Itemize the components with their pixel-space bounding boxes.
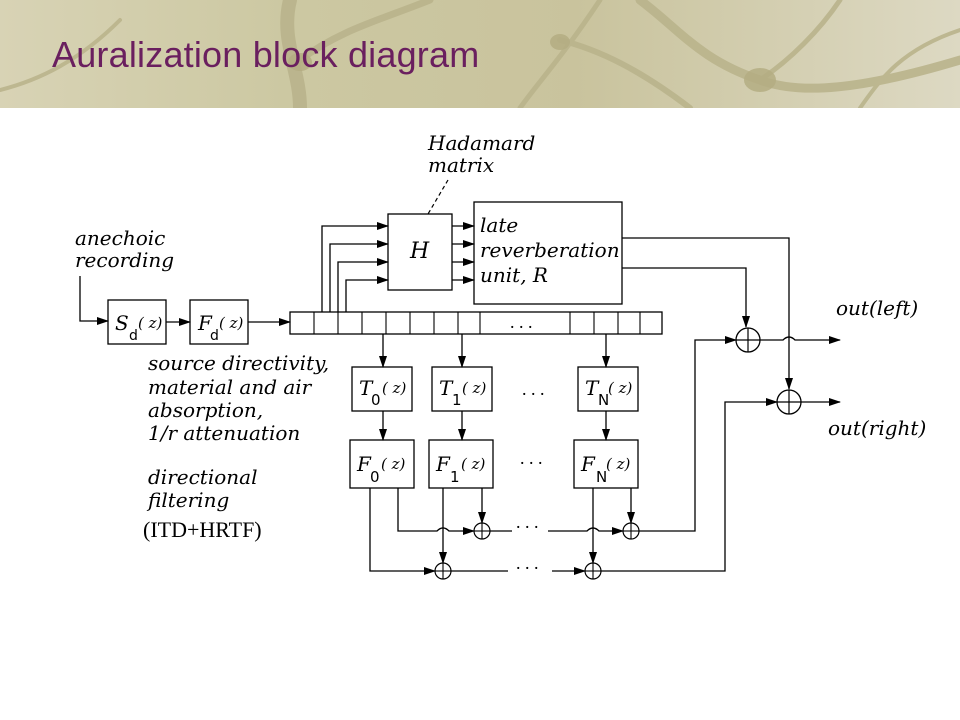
- background-branches: [0, 0, 960, 108]
- t1-block: T 1 ( z): [431, 366, 493, 412]
- svg-text:H: H: [409, 239, 430, 264]
- hadamard-block: H: [387, 213, 453, 291]
- svg-text:F: F: [197, 311, 213, 335]
- svg-text:unit, R: unit, R: [480, 263, 548, 287]
- source-label-4: 1/r attenuation: [148, 421, 300, 445]
- svg-text:0: 0: [371, 391, 381, 409]
- svg-text:( z): ( z): [606, 455, 631, 473]
- svg-text:F: F: [435, 452, 451, 476]
- filter-label-3: (ITD+HRTF): [143, 517, 262, 542]
- right-sum: [776, 389, 802, 415]
- t0-block: T 0 ( z): [351, 366, 413, 412]
- svg-text:( z): ( z): [461, 455, 486, 473]
- slide-header: Auralization block diagram: [0, 0, 960, 108]
- anechoic-label: anechoic: [75, 226, 165, 250]
- upper-chain: [490, 528, 623, 531]
- tap-to-h-2: [329, 240, 389, 312]
- svg-text:( z): ( z): [608, 379, 633, 397]
- filter-label-1: directional: [148, 465, 257, 489]
- reverb-to-left-sum: [622, 267, 750, 328]
- tap-to-h-1: [321, 222, 389, 312]
- svg-text:F: F: [356, 452, 372, 476]
- recording-label: recording: [75, 248, 174, 272]
- svg-text:T: T: [585, 376, 600, 400]
- f0-block: F 0 ( z): [349, 439, 415, 489]
- source-label-1: source directivity,: [148, 351, 329, 375]
- filter-label-2: filtering: [146, 488, 229, 512]
- source-label-2: material and air: [148, 375, 313, 399]
- tap-to-h-3: [337, 258, 389, 312]
- lower-sum-1: [434, 562, 452, 580]
- svg-text:( z): ( z): [382, 379, 407, 397]
- fn-block: F N ( z): [573, 439, 639, 489]
- upper-to-left-sum: [639, 336, 737, 532]
- reverb-to-right-sum: [622, 237, 793, 390]
- sd-block: S d ( z): [107, 299, 167, 345]
- svg-text:( z): ( z): [219, 314, 244, 332]
- input-arrow: [79, 276, 109, 325]
- t-dots: . . .: [522, 379, 545, 399]
- tn-block: T N ( z): [577, 366, 639, 412]
- svg-text:T: T: [439, 376, 454, 400]
- lower-sum-n: [584, 562, 602, 580]
- svg-text:( z): ( z): [138, 314, 163, 332]
- svg-text:N: N: [596, 468, 607, 486]
- svg-text:1: 1: [450, 468, 460, 486]
- reverb-block: late reverberation unit, R: [473, 201, 623, 305]
- svg-text:F: F: [580, 452, 596, 476]
- out-left-label: out(left): [836, 296, 918, 320]
- svg-text:late: late: [480, 213, 518, 237]
- svg-text:d: d: [210, 328, 219, 344]
- delay-line: [289, 311, 663, 335]
- f1-block: F 1 ( z): [428, 439, 494, 489]
- upper-chain-dots: . . .: [516, 512, 539, 532]
- lower-chain-dots: . . .: [516, 553, 539, 573]
- svg-text:( z): ( z): [381, 455, 406, 473]
- f-dots: . . .: [520, 448, 543, 468]
- out-right-label: out(right): [828, 416, 926, 440]
- delay-dots: . . .: [510, 312, 533, 332]
- svg-text:0: 0: [370, 468, 380, 486]
- fd-block: F d ( z): [189, 299, 249, 345]
- svg-text:S: S: [115, 311, 129, 335]
- svg-text:d: d: [129, 328, 138, 344]
- svg-text:1: 1: [452, 391, 462, 409]
- slide-title: Auralization block diagram: [52, 34, 480, 75]
- svg-text:T: T: [359, 376, 374, 400]
- hadamard-label-2: matrix: [428, 153, 494, 177]
- svg-text:( z): ( z): [462, 379, 487, 397]
- tap-to-h-4: [345, 276, 389, 312]
- upper-sum-n: [622, 522, 640, 540]
- left-sum: [735, 327, 761, 353]
- upper-sum-1: [473, 522, 491, 540]
- source-label-3: absorption,: [148, 398, 263, 422]
- f0-right-out: [397, 488, 475, 535]
- hadamard-label-1: Hadamard: [427, 131, 535, 155]
- svg-text:reverberation: reverberation: [480, 238, 620, 262]
- svg-text:N: N: [598, 391, 609, 409]
- lower-to-right-sum: [601, 398, 778, 572]
- hadamard-pointer: [427, 179, 449, 215]
- out-left-line: [760, 336, 841, 344]
- f0-left-out: [369, 488, 436, 575]
